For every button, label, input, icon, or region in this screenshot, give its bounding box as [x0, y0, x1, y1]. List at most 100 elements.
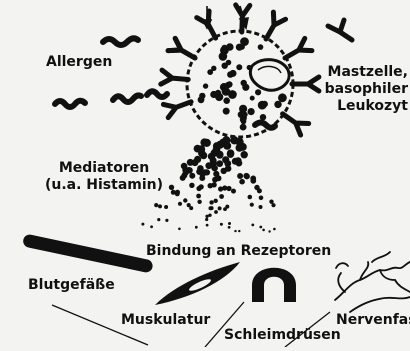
mediator-particle	[234, 230, 236, 232]
mediator-particle	[250, 176, 256, 182]
mediator-particle	[262, 229, 265, 232]
mediator-particle	[213, 171, 219, 177]
mediator-particle	[224, 160, 231, 167]
granule	[255, 89, 261, 95]
granule	[222, 62, 228, 68]
mediator-particle	[239, 179, 245, 185]
blood-vessel	[22, 233, 154, 273]
granule	[236, 44, 243, 51]
granule	[223, 97, 230, 104]
mediator-particle	[198, 149, 206, 157]
mediator-particle	[150, 225, 153, 228]
mediator-particle	[235, 157, 242, 164]
mediator-particle	[181, 163, 188, 170]
ige-receptor	[283, 114, 309, 135]
granule	[261, 101, 268, 108]
granule	[240, 116, 247, 123]
mucous-gland	[252, 268, 296, 302]
label-receptor-binding: Bindung an Rezeptoren	[146, 243, 331, 260]
mediator-particle	[269, 200, 273, 204]
granule	[225, 82, 231, 88]
label-nerve-fibers: Nervenfas	[336, 312, 410, 329]
mediator-particle	[218, 186, 223, 191]
granule	[247, 65, 252, 70]
mediator-particle	[158, 204, 162, 208]
mediator-particle	[165, 219, 168, 222]
mediator-particle	[259, 226, 262, 229]
mediator-particle	[178, 202, 182, 206]
ige-receptor	[266, 12, 286, 39]
mediator-particle	[230, 136, 238, 144]
mediator-particle	[241, 151, 248, 158]
label-allergen: Allergen	[46, 54, 112, 71]
granule	[203, 83, 208, 88]
mediator-particle	[205, 162, 212, 169]
mediator-particle	[223, 142, 231, 150]
mediator-particle	[175, 190, 180, 195]
mediator-particle	[216, 160, 223, 167]
mediator-particle	[210, 206, 214, 210]
mediator-particle	[214, 210, 218, 214]
granule	[236, 64, 242, 70]
mediator-particle	[214, 199, 218, 203]
granule	[239, 105, 247, 113]
label-musculature: Muskulatur	[121, 312, 210, 329]
mediator-particle	[248, 195, 253, 200]
mediator-particle	[205, 218, 208, 221]
label-mediators-line1: Mediatoren	[34, 160, 174, 177]
cell-granules	[198, 37, 287, 130]
mediator-particle	[227, 149, 235, 157]
mediator-particle	[209, 200, 213, 204]
mediator-particle	[220, 223, 223, 226]
cell-nucleus	[250, 60, 289, 91]
mediator-particle	[218, 206, 222, 210]
mediator-particle	[243, 173, 249, 179]
ige-receptor	[328, 20, 352, 40]
mediator-particle	[191, 159, 198, 166]
granule	[223, 108, 230, 115]
ige-receptor	[168, 38, 195, 58]
ige-receptor	[161, 70, 188, 84]
mediator-particle	[187, 203, 191, 207]
label-mast-cell: Mastzelle, basophiler Leukozyt	[318, 64, 408, 115]
granule	[199, 93, 205, 99]
mediator-particle	[196, 194, 201, 199]
granule	[240, 124, 247, 131]
mediator-particle	[208, 214, 211, 217]
mediator-particle	[228, 222, 231, 225]
granule	[210, 91, 217, 98]
mediator-particle	[251, 224, 254, 227]
label-mediators: Mediatoren (u.a. Histamin)	[34, 160, 174, 194]
mediator-particle	[231, 189, 236, 194]
mediator-particle	[259, 205, 263, 209]
mediator-particle	[205, 215, 208, 218]
mediator-particle	[236, 144, 244, 152]
nerve-fibers	[335, 252, 410, 312]
mast-cell	[187, 31, 293, 137]
mediator-particle	[216, 151, 223, 158]
label-mast-cell-line2: basophiler	[318, 81, 408, 98]
mediator-particle	[189, 173, 195, 179]
granule	[226, 43, 234, 51]
label-mucous-glands: Schleimdrüsen	[224, 327, 341, 344]
mediator-particle	[254, 185, 259, 190]
label-mast-cell-line1: Mastzelle,	[318, 64, 408, 81]
smooth-muscle-cell	[155, 262, 240, 305]
label-mast-cell-line3: Leukozyt	[318, 98, 408, 115]
mediator-particle	[259, 196, 264, 201]
mediator-particle	[228, 226, 231, 229]
mediator-particle	[238, 230, 240, 232]
mediator-particle	[197, 165, 204, 172]
mediator-particle	[206, 224, 209, 227]
mediator-particle	[213, 142, 221, 150]
mediator-particle	[211, 165, 218, 172]
mediator-particle	[223, 207, 227, 211]
granule	[222, 87, 231, 96]
label-mediators-line2: (u.a. Histamin)	[34, 177, 174, 194]
mediator-particle	[195, 226, 198, 229]
mediator-particle	[237, 173, 243, 179]
granule	[250, 96, 255, 101]
granule	[278, 93, 287, 102]
ige-receptor	[163, 102, 191, 118]
